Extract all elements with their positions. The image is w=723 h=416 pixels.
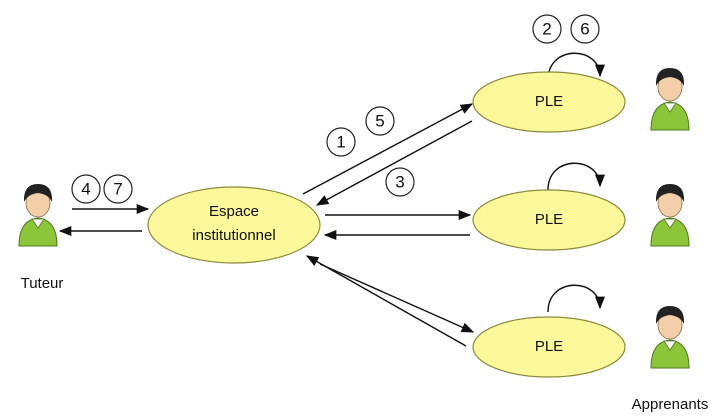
loop-ple-top: [547, 52, 606, 81]
svg-text:7: 7: [113, 180, 122, 199]
ple-bottom-label: PLE: [535, 338, 563, 355]
tutor-label: Tuteur: [21, 275, 64, 292]
step-badge-1: 1: [326, 127, 356, 157]
espace-label-line1: Espace: [209, 203, 259, 220]
svg-text:6: 6: [580, 20, 589, 39]
learner-person-icon-middle: [650, 183, 690, 247]
arrow-ple-top-to-espace: [315, 120, 473, 206]
node-espace-institutionnel: Espace institutionnel: [147, 186, 321, 264]
svg-text:4: 4: [81, 180, 90, 199]
arrow-espace-to-ple-bottom: [319, 263, 475, 333]
node-ple-bottom: PLE: [472, 316, 626, 378]
learners-label: Apprenants: [632, 396, 709, 413]
step-badge-2: 2: [532, 14, 562, 44]
step-badge-4: 4: [71, 174, 101, 204]
tutor-person-icon: [18, 183, 58, 247]
svg-text:2: 2: [542, 20, 551, 39]
learner-person-icon-bottom: [650, 305, 690, 369]
learner-person-icon-top: [650, 67, 690, 131]
step-badge-5: 5: [365, 106, 395, 136]
arrow-ple-bottom-to-espace: [305, 255, 467, 347]
arrow-espace-to-ple-top: [302, 103, 474, 195]
node-ple-middle: PLE: [472, 189, 626, 251]
step-badge-6: 6: [570, 14, 600, 44]
ple-top-label: PLE: [535, 93, 563, 110]
svg-text:5: 5: [375, 112, 384, 131]
svg-text:1: 1: [336, 133, 345, 152]
loop-ple-bottom: [547, 284, 606, 313]
espace-label-line2: institutionnel: [192, 227, 275, 244]
node-ple-top: PLE: [472, 71, 626, 133]
svg-text:3: 3: [395, 173, 404, 192]
loop-ple-middle: [547, 162, 606, 191]
step-badge-7: 7: [103, 174, 133, 204]
ple-middle-label: PLE: [535, 211, 563, 228]
step-badge-3: 3: [385, 167, 415, 197]
